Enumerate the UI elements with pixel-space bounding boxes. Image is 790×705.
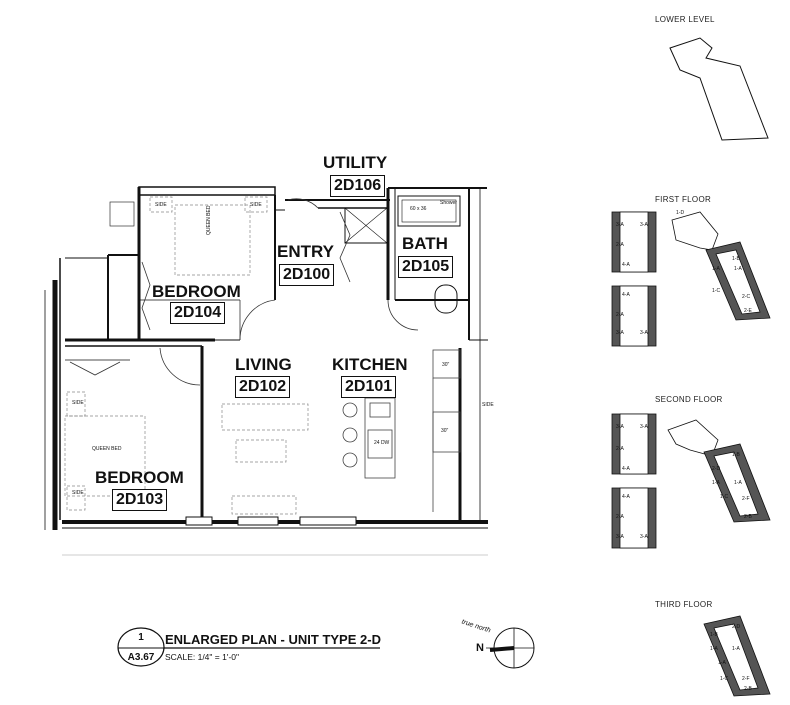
drawing-title: ENLARGED PLAN - UNIT TYPE 2-D xyxy=(165,632,381,647)
shower-size-label: 60 x 36 xyxy=(410,206,427,212)
room-number-bath: 2D105 xyxy=(398,256,454,278)
unit-tag: 1-A xyxy=(712,480,720,486)
unit-tag: 3-A xyxy=(616,330,624,336)
shower-label: Shower xyxy=(440,200,457,206)
unit-tag: 1-C xyxy=(712,288,721,294)
sheet-number: A3.67 xyxy=(127,652,155,663)
room-name-kitchen: KITCHEN xyxy=(332,355,408,374)
queen-bed-label-bottom: QUEEN BED xyxy=(92,446,122,452)
room-number-living: 2D102 xyxy=(235,376,291,398)
room-number-bedroom-bottom: 2D103 xyxy=(112,489,168,511)
unit-tag: 2-B xyxy=(744,686,752,692)
unit-tag: 1-C xyxy=(720,676,729,682)
drawing-scale: SCALE: 1/4" = 1'-0" xyxy=(165,652,240,662)
room-name-bedroom-bottom: BEDROOM xyxy=(95,468,184,487)
door-swings xyxy=(69,198,419,386)
key-plan-first xyxy=(611,211,771,347)
key-plan-second-label: SECOND FLOOR xyxy=(655,395,723,404)
side-label-4: SIDE xyxy=(72,490,84,496)
furniture xyxy=(64,196,309,515)
side-label-1: SIDE xyxy=(155,202,167,208)
range-label: 30" xyxy=(441,428,449,434)
dishwasher-label: 24 DW xyxy=(374,440,390,446)
unit-tag: 2-A xyxy=(616,514,624,520)
unit-tag: 3-A xyxy=(640,222,648,228)
unit-tag: 3-A xyxy=(616,534,624,540)
queen-bed-label-top: QUEEN BED xyxy=(206,205,212,235)
unit-tag: 2-F xyxy=(742,676,750,682)
room-name-living: LIVING xyxy=(235,355,292,374)
drawing-tag xyxy=(117,627,380,667)
unit-tag: 1-B xyxy=(732,452,740,458)
unit-tag: 1-D xyxy=(676,210,685,216)
kitchen-fixtures xyxy=(342,349,461,512)
unit-tag: 2-F xyxy=(742,496,750,502)
key-plan-second xyxy=(611,413,771,549)
unit-tag: 1-A xyxy=(734,480,742,486)
unit-tag: 1-B xyxy=(732,256,740,262)
unit-tag: 3-A xyxy=(640,424,648,430)
unit-tag: 3-A xyxy=(616,222,624,228)
unit-tag: 3-A xyxy=(616,424,624,430)
unit-tag: 1-B xyxy=(710,632,718,638)
unit-tag: 3-A xyxy=(640,330,648,336)
side-label-2: SIDE xyxy=(250,202,262,208)
drawing-number: 1 xyxy=(138,632,144,643)
unit-tag: 2-B xyxy=(744,514,752,520)
room-number-entry: 2D100 xyxy=(279,264,335,286)
room-number-kitchen: 2D101 xyxy=(341,376,397,398)
room-name-entry: ENTRY xyxy=(277,242,334,261)
plan-walls xyxy=(44,186,488,530)
unit-tag: 2-A xyxy=(616,446,624,452)
unit-tag: 2-A xyxy=(616,312,624,318)
key-plan-first-label: FIRST FLOOR xyxy=(655,195,712,204)
key-plan-third xyxy=(703,615,771,697)
unit-tag: 2-E xyxy=(744,308,752,314)
key-plan-lower xyxy=(669,37,769,141)
north-arrow xyxy=(486,627,535,669)
unit-tag: 2-A xyxy=(616,242,624,248)
unit-tag: 1-A xyxy=(734,266,742,272)
key-plan-lower-label: LOWER LEVEL xyxy=(655,15,715,24)
unit-tag: 3-A xyxy=(640,534,648,540)
unit-tag: 2-C xyxy=(742,294,751,300)
north-label: N xyxy=(476,642,484,654)
unit-tag: 1-A xyxy=(732,646,740,652)
room-name-bedroom-top: BEDROOM xyxy=(152,282,241,301)
unit-tag: 4-A xyxy=(622,262,630,268)
room-name-utility: UTILITY xyxy=(323,153,388,172)
unit-tag: 4-A xyxy=(622,466,630,472)
unit-tag: 2-D xyxy=(712,466,721,472)
unit-tag: 1-A xyxy=(710,646,718,652)
room-name-bath: BATH xyxy=(402,234,448,253)
unit-tag: 1-A xyxy=(712,266,720,272)
unit-tag: 1-A xyxy=(718,660,726,666)
unit-tag: 2-D xyxy=(732,624,741,630)
room-number-bedroom-top: 2D104 xyxy=(170,302,226,324)
unit-tag: 1-C xyxy=(720,494,729,500)
fridge-label: 30" xyxy=(442,362,450,368)
key-plan-third-label: THIRD FLOOR xyxy=(655,600,713,609)
side-label-3: SIDE xyxy=(72,400,84,406)
unit-tag: 4-A xyxy=(622,292,630,298)
unit-tag: 4-A xyxy=(622,494,630,500)
side-label-5: SIDE xyxy=(482,402,494,408)
room-number-utility: 2D106 xyxy=(330,175,386,197)
